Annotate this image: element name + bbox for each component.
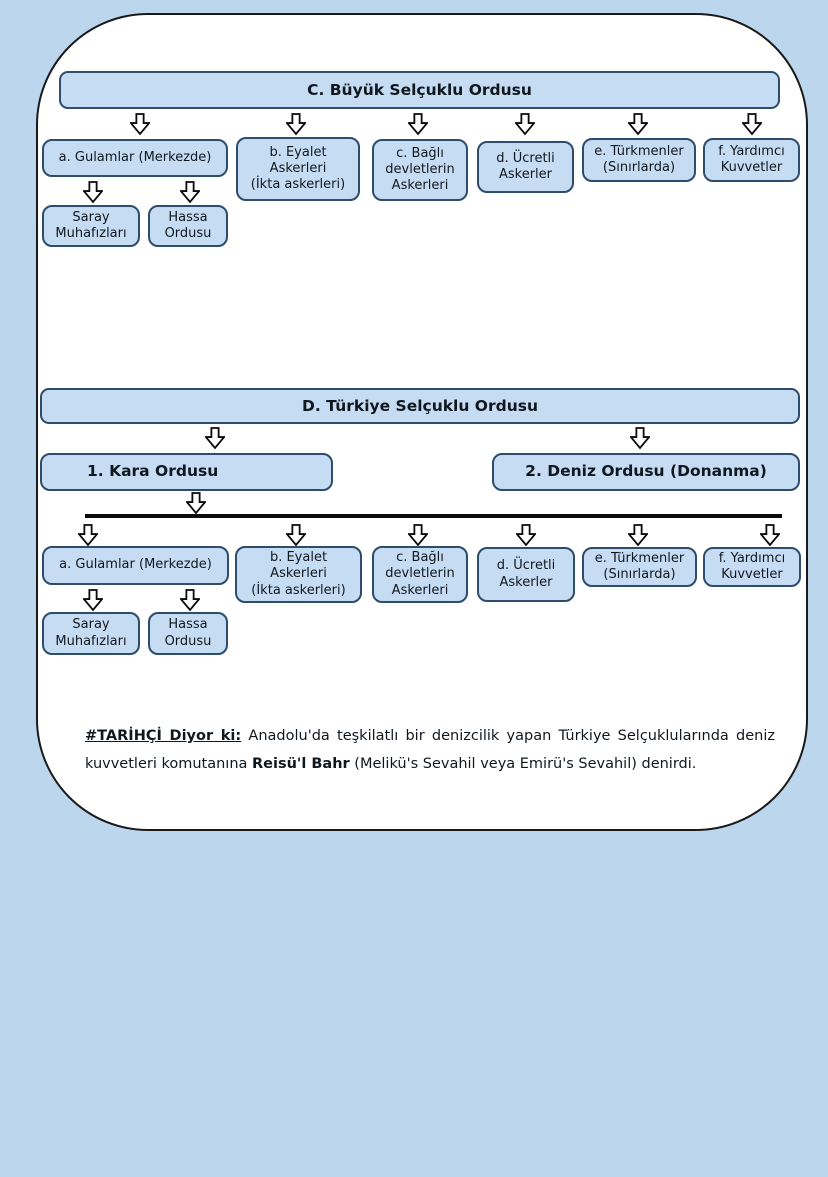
historian-note-tag: #TARİHÇİ Diyor ki: [85,728,242,744]
down-arrow-icon [205,426,225,450]
down-arrow-icon [408,112,428,136]
down-arrow-icon [180,180,200,204]
historian-note-term: Reisü'l Bahr [252,756,350,773]
branch-label: b. Eyalet Askerleri (İkta askerleri) [251,550,346,598]
branch-label: f. Yardımcı Kuvvetler [718,143,785,175]
down-arrow-icon [180,588,200,612]
subbranch-box-hassa-d: Hassa Ordusu [148,612,228,655]
branch-box-turkmenler-d: e. Türkmenler (Sınırlarda) [582,547,697,587]
branch-label: a. Gulamlar (Merkezde) [58,149,212,165]
branch-label: c. Bağlı devletlerin Askerleri [385,145,455,194]
down-arrow-icon [760,523,780,547]
subbranch-label: Hassa Ordusu [164,617,212,649]
section-d-title-label: D. Türkiye Selçuklu Ordusu [301,397,539,415]
branch-label: d. Ücretli Askerler [496,150,555,182]
division-box-deniz: 2. Deniz Ordusu (Donanma) [492,453,800,491]
section-c-title-label: C. Büyük Selçuklu Ordusu [307,81,532,99]
down-arrow-icon [78,523,98,547]
branch-label: d. Ücretli Askerler [496,558,556,590]
subbranch-label: Saray Muhafızları [55,617,127,649]
section-d-title: D. Türkiye Selçuklu Ordusu [40,388,800,424]
branch-label: a. Gulamlar (Merkezde) [59,557,212,573]
branch-box-eyalet-d: b. Eyalet Askerleri (İkta askerleri) [235,546,362,603]
down-arrow-icon [630,426,650,450]
down-arrow-icon [286,112,306,136]
down-arrow-icon [83,180,103,204]
branch-box-gulamlar-c: a. Gulamlar (Merkezde) [42,139,228,177]
branch-box-bagli-d: c. Bağlı devletlerin Askerleri [372,546,468,603]
division-label: 2. Deniz Ordusu (Donanma) [525,462,767,481]
down-arrow-icon [83,588,103,612]
historian-note-text-1: Anadolu'da teşkilatlı bir denizcilik yap… [85,728,775,773]
subbranch-label: Saray Muhafızları [55,209,127,241]
division-box-kara: 1. Kara Ordusu [40,453,333,491]
down-arrow-icon [515,112,535,136]
branch-label: e. Türkmenler (Sınırlarda) [594,143,684,175]
subbranch-box-saray-d: Saray Muhafızları [42,612,140,655]
section-c-title: C. Büyük Selçuklu Ordusu [59,71,780,109]
down-arrow-icon [186,491,206,515]
subbranch-box-saray-c: Saray Muhafızları [42,205,140,247]
branch-label: c. Bağlı devletlerin Askerleri [385,550,455,598]
down-arrow-icon [628,112,648,136]
branch-box-ucretli-c: d. Ücretli Askerler [477,141,574,193]
down-arrow-icon [516,523,536,547]
branch-box-turkmenler-c: e. Türkmenler (Sınırlarda) [582,138,696,182]
branch-box-yardimci-d: f. Yardımcı Kuvvetler [703,547,801,587]
branch-box-bagli-c: c. Bağlı devletlerin Askerleri [372,139,468,201]
historian-note: #TARİHÇİ Diyor ki: Anadolu'da teşkilatlı… [85,722,775,779]
branch-label: e. Türkmenler (Sınırlarda) [594,550,685,582]
down-arrow-icon [628,523,648,547]
branch-box-ucretli-d: d. Ücretli Askerler [477,547,575,602]
branch-label: b. Eyalet Askerleri (İkta askerleri) [250,144,346,193]
branch-box-yardimci-c: f. Yardımcı Kuvvetler [703,138,800,182]
down-arrow-icon [742,112,762,136]
historian-note-text-2: (Melikü's Sevahil veya Emirü's Sevahil) … [349,756,697,773]
branch-label: f. Yardımcı Kuvvetler [718,550,786,582]
down-arrow-icon [130,112,150,136]
down-arrow-icon [408,523,428,547]
branch-box-gulamlar-d: a. Gulamlar (Merkezde) [42,546,229,585]
subbranch-label: Hassa Ordusu [164,209,212,241]
branch-connector-line [85,514,782,518]
down-arrow-icon [286,523,306,547]
division-label: 1. Kara Ordusu [87,462,219,481]
subbranch-box-hassa-c: Hassa Ordusu [148,205,228,247]
branch-box-eyalet-c: b. Eyalet Askerleri (İkta askerleri) [236,137,360,201]
